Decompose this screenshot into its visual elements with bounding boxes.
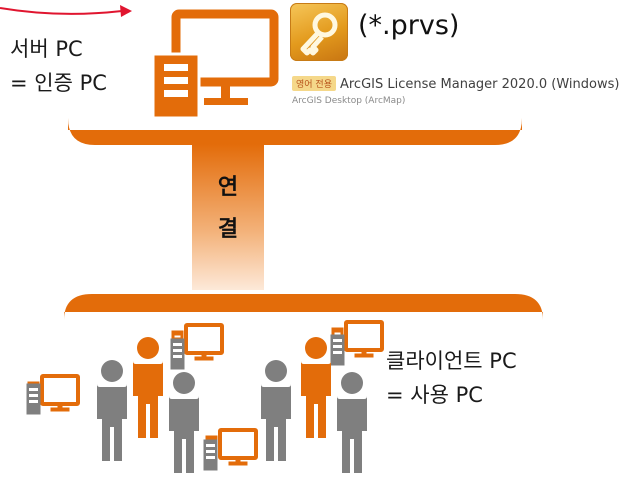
client-label-line1: 클라이언트 PC	[386, 349, 517, 373]
client-bracket	[64, 294, 543, 320]
file-extension-label: (*.prvs)	[358, 10, 460, 41]
product-subtitle: ArcGIS Desktop (ArcMap)	[292, 96, 406, 106]
connection-bar	[192, 144, 264, 290]
desktop-computer-icon-dark	[26, 334, 345, 471]
product-name: ArcGIS License Manager 2020.0 (Windows)	[339, 77, 620, 92]
client-label: 클라이언트 PC = 사용 PC	[386, 344, 517, 412]
server-label-line2: = 인증 PC	[10, 71, 107, 95]
connection-char-1: 연	[217, 175, 239, 200]
server-bracket	[68, 118, 522, 145]
language-badge: 영어 전용	[292, 76, 336, 91]
client-label-line2: = 사용 PC	[386, 383, 483, 407]
person-icon	[97, 337, 367, 473]
connection-char-2: 결	[217, 217, 239, 242]
key-icon	[290, 3, 348, 61]
server-label-line1: 서버 PC	[10, 37, 83, 61]
server-label: 서버 PC = 인증 PC	[10, 32, 107, 100]
red-arrow-icon	[0, 5, 132, 17]
connection-label: 연 결	[192, 167, 264, 251]
server-computer-icon	[151, 9, 279, 120]
